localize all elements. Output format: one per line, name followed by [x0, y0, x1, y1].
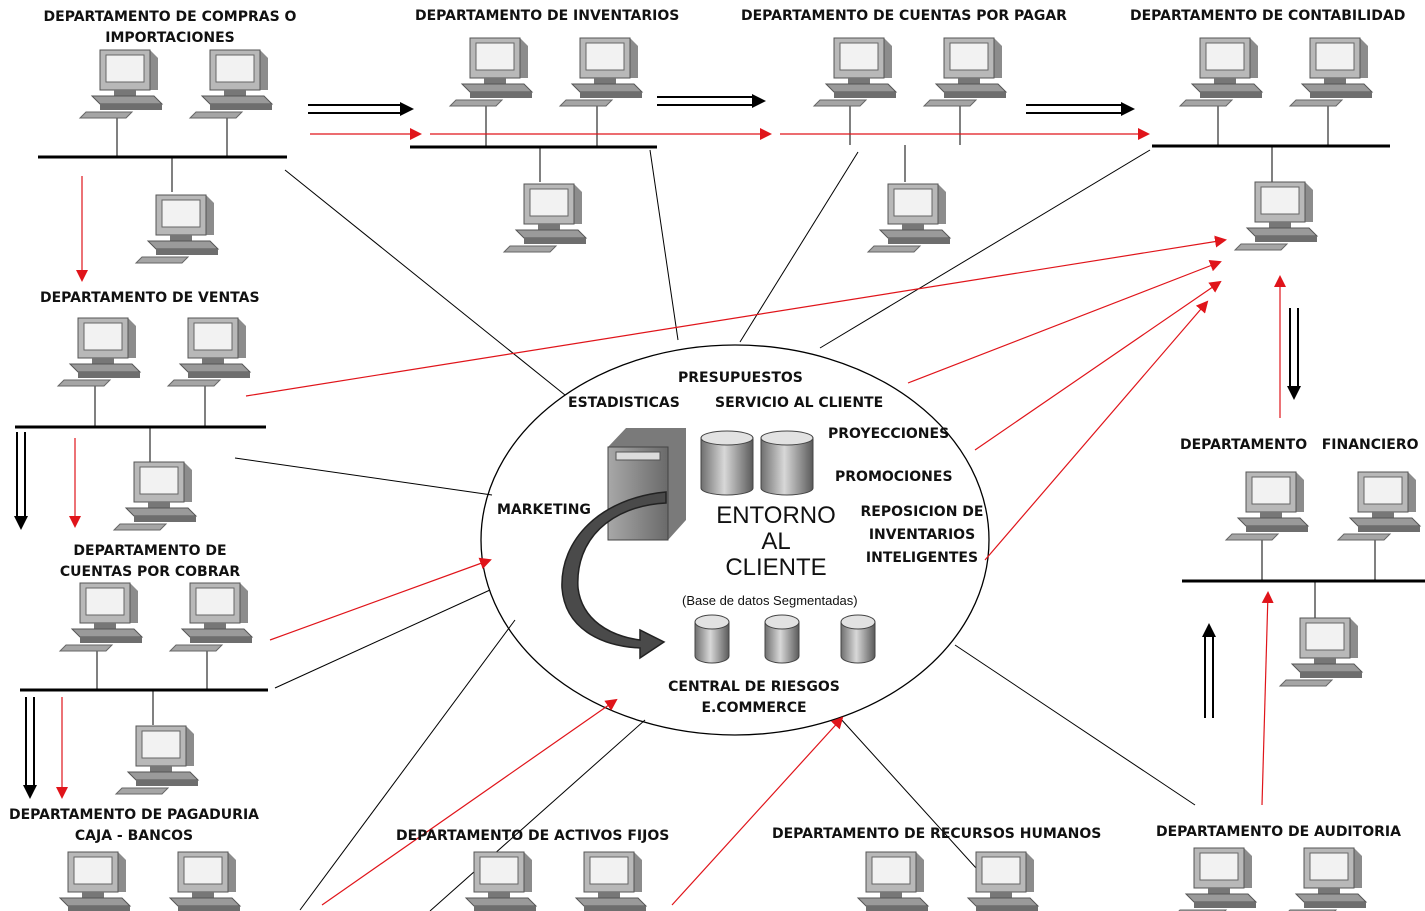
server-drive-bay — [615, 451, 661, 461]
reposicion-line1: REPOSICION DE — [860, 504, 984, 520]
database-icon — [840, 621, 876, 664]
pagaduria-line1: DEPARTAMENTO DE PAGADURIA — [9, 807, 259, 823]
servicio-label: SERVICIO AL CLIENTE — [715, 395, 884, 411]
database-icon — [694, 621, 730, 664]
connector-line-2 — [739, 151, 859, 343]
red-diag-ventas — [245, 235, 1227, 397]
estadisticas-label: ESTADISTICAS — [568, 395, 680, 411]
connector-line-6 — [299, 619, 516, 911]
computer-icon — [57, 317, 141, 387]
database-icon-top — [840, 614, 876, 630]
computer-icon — [845, 851, 929, 911]
central-riesgos-label: CENTRAL DE RIESGOS E.COMMERCE — [668, 677, 840, 719]
computer-icon — [955, 851, 1039, 911]
red-diag-2 — [974, 280, 1222, 451]
red-diag-pagaduria — [321, 698, 618, 906]
database-icon-top — [700, 430, 754, 446]
computer-icon — [1337, 471, 1421, 541]
computer-icon — [1234, 181, 1318, 251]
connector-line-4 — [234, 457, 493, 496]
inventarios-label: DEPARTAMENTO DE INVENTARIOS — [415, 8, 680, 24]
compras-label-line1: DEPARTAMENTO DE COMPRAS O — [43, 9, 297, 25]
computer-icon — [867, 183, 951, 253]
curved-arrow-icon — [561, 491, 667, 660]
cuentas-cobrar-label: DEPARTAMENTO DE CUENTAS POR COBRAR — [60, 541, 240, 583]
computer-icon — [167, 317, 251, 387]
red-diag-1 — [907, 260, 1222, 384]
database-icon — [764, 621, 800, 664]
red-diag-3 — [984, 300, 1209, 561]
auditoria-label: DEPARTAMENTO DE AUDITORIA — [1156, 824, 1401, 840]
computer-icon — [563, 851, 647, 911]
computer-icon — [157, 851, 241, 911]
reposicion-label: REPOSICION DE INVENTARIOS INTELIGENTES — [861, 501, 984, 570]
connector-line-1 — [649, 149, 679, 341]
reposicion-line2: INVENTARIOS — [868, 527, 976, 543]
computer-icon — [1283, 847, 1367, 911]
computer-icon — [135, 194, 219, 264]
promociones-label: PROMOCIONES — [835, 469, 953, 485]
cuentas-pagar-label: DEPARTAMENTO DE CUENTAS POR PAGAR — [741, 8, 1067, 24]
financiero-label: DEPARTAMENTO FINANCIERO — [1180, 437, 1419, 453]
computer-icon — [449, 37, 533, 107]
computer-icon — [59, 582, 143, 652]
entorno-title: ENTORNO AL CLIENTE — [716, 503, 836, 581]
entorno-title-line1: ENTORNO — [716, 502, 836, 529]
database-icon — [700, 437, 754, 496]
red-diag-activos — [671, 716, 844, 906]
connector-line-0 — [284, 169, 566, 396]
cuentas-cobrar-line2: CUENTAS POR COBRAR — [59, 564, 241, 580]
contabilidad-label: DEPARTAMENTO DE CONTABILIDAD — [1130, 8, 1406, 24]
computer-icon — [115, 725, 199, 795]
computer-icon — [113, 461, 197, 531]
ventas-label: DEPARTAMENTO DE VENTAS — [40, 290, 260, 306]
entorno-title-line2: AL — [761, 528, 791, 555]
computer-icon — [189, 49, 273, 119]
pagaduria-line2: CAJA - BANCOS — [74, 828, 194, 844]
computer-icon — [1225, 471, 1309, 541]
connector-line-3 — [819, 149, 1151, 349]
proyecciones-label: PROYECCIONES — [828, 426, 950, 442]
recursos-label: DEPARTAMENTO DE RECURSOS HUMANOS — [772, 826, 1102, 842]
computer-icon — [453, 851, 537, 911]
database-icon — [760, 437, 814, 496]
connector-line-9 — [954, 644, 1196, 806]
pagaduria-label: DEPARTAMENTO DE PAGADURIA CAJA - BANCOS — [9, 805, 259, 847]
cuentas-cobrar-line1: DEPARTAMENTO DE — [73, 543, 227, 559]
computer-icon — [503, 183, 587, 253]
red-up-auditoria — [1261, 591, 1274, 806]
activos-label: DEPARTAMENTO DE ACTIVOS FIJOS — [396, 828, 670, 844]
reposicion-line3: INTELIGENTES — [865, 550, 979, 566]
red-diag-cobrar — [269, 557, 492, 641]
computer-icon — [1179, 37, 1263, 107]
db-caption: (Base de datos Segmentadas) — [682, 593, 858, 608]
database-icon-top — [764, 614, 800, 630]
computer-icon — [47, 851, 131, 911]
computer-icon — [813, 37, 897, 107]
connector-line-7 — [429, 719, 646, 911]
computer-icon — [1173, 847, 1257, 911]
computer-icon — [1279, 617, 1363, 687]
database-icon-top — [694, 614, 730, 630]
entorno-title-line3: CLIENTE — [725, 554, 827, 581]
computer-icon — [79, 49, 163, 119]
computer-icon — [169, 582, 253, 652]
connector-line-5 — [274, 589, 491, 689]
computer-icon — [923, 37, 1007, 107]
database-icon-top — [760, 430, 814, 446]
compras-label: DEPARTAMENTO DE COMPRAS O IMPORTACIONES — [44, 7, 297, 49]
computer-icon — [1289, 37, 1373, 107]
computer-icon — [559, 37, 643, 107]
compras-label-line2: IMPORTACIONES — [105, 30, 235, 46]
central-riesgos-line2: E.COMMERCE — [701, 700, 807, 716]
presupuestos-label: PRESUPUESTOS — [678, 370, 803, 386]
marketing-label: MARKETING — [497, 502, 591, 518]
central-riesgos-line1: CENTRAL DE RIESGOS — [668, 679, 840, 695]
